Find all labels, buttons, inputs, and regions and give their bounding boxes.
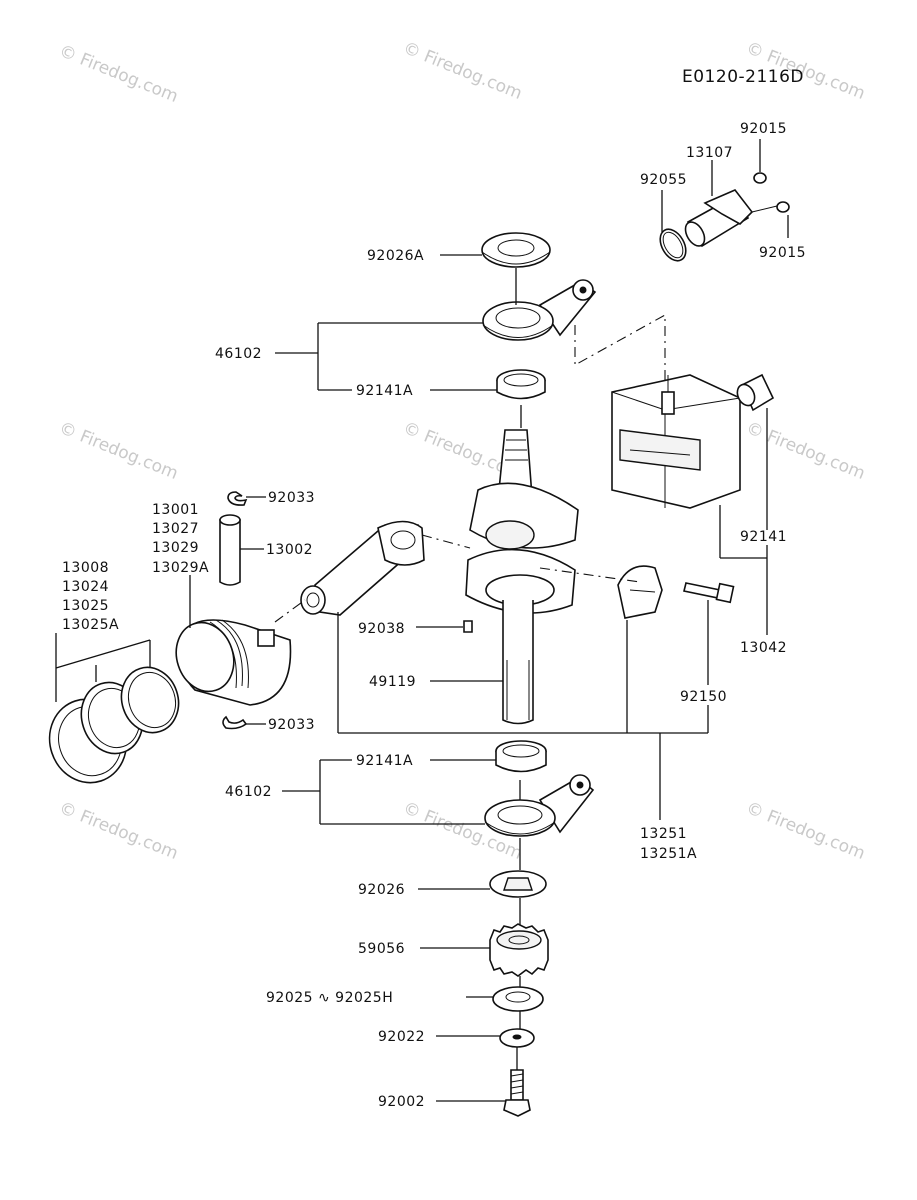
part-13251-connecting-rod — [300, 520, 425, 616]
label-92026a: 92026A — [367, 248, 424, 264]
label-49119: 49119 — [369, 674, 416, 690]
label-92055: 92055 — [640, 172, 687, 188]
part-92150-bolt — [683, 582, 735, 604]
label-13024: 13024 — [62, 579, 109, 595]
watermarks: © Firedog.com © Firedog.com © Firedog.co… — [56, 38, 868, 864]
part-13002-piston-pin — [219, 514, 241, 586]
diagram-code: E0120-2116D — [682, 67, 804, 87]
part-92033-clip-upper — [227, 491, 248, 506]
label-92141a-upper: 92141A — [356, 383, 413, 399]
part-92033-clip-lower — [222, 715, 248, 730]
leader-lines — [55, 139, 789, 1102]
label-13002: 13002 — [266, 542, 313, 558]
part-13107-shaft — [659, 172, 790, 262]
label-92038: 92038 — [358, 621, 405, 637]
part-92022-washer — [499, 1028, 535, 1048]
label-13001: 13001 — [152, 502, 199, 518]
label-13029: 13029 — [152, 540, 199, 556]
part-13042-weight-block — [611, 374, 741, 509]
part-59056-gear — [489, 923, 549, 977]
label-92141: 92141 — [740, 529, 787, 545]
label-13025a: 13025A — [62, 617, 119, 633]
label-92002: 92002 — [378, 1094, 425, 1110]
label-92033-lower: 92033 — [268, 717, 315, 733]
part-92025-shim — [492, 986, 544, 1012]
part-13008-piston-rings — [48, 666, 180, 784]
label-92150: 92150 — [680, 689, 727, 705]
label-92015-top: 92015 — [740, 121, 787, 137]
part-92141-bushing — [736, 373, 775, 412]
label-59056: 59056 — [358, 941, 405, 957]
watermark: © Firedog.com — [743, 418, 868, 484]
label-13008: 13008 — [62, 560, 109, 576]
label-46102-upper: 46102 — [215, 346, 262, 362]
watermark: © Firedog.com — [56, 798, 181, 864]
label-92015-bottom: 92015 — [759, 245, 806, 261]
label-92026: 92026 — [358, 882, 405, 898]
watermark: © Firedog.com — [56, 418, 181, 484]
watermark: © Firedog.com — [743, 798, 868, 864]
label-92025-range: 92025 ∿ 92025H — [266, 990, 393, 1006]
part-46102-upper-balancer — [482, 279, 597, 341]
label-46102-lower: 46102 — [225, 784, 272, 800]
label-13042: 13042 — [740, 640, 787, 656]
part-92038-key — [463, 620, 473, 633]
part-13251-rod-cap — [617, 565, 663, 619]
part-92141a-lower-bushing — [495, 740, 547, 773]
label-92033-upper: 92033 — [268, 490, 315, 506]
part-labels: 92015 13107 92055 92015 92026A 46102 921… — [62, 121, 806, 1110]
part-92026a-washer — [481, 232, 551, 268]
label-13029a: 13029A — [152, 560, 209, 576]
watermark: © Firedog.com — [56, 41, 181, 107]
part-49119-crankshaft — [465, 429, 579, 725]
label-13025: 13025 — [62, 598, 109, 614]
label-92141a-lower: 92141A — [356, 753, 413, 769]
label-92022: 92022 — [378, 1029, 425, 1045]
part-13001-piston — [175, 619, 292, 706]
part-92002-bolt — [503, 1069, 531, 1117]
label-13251: 13251 — [640, 826, 687, 842]
label-13027: 13027 — [152, 521, 199, 537]
part-46102-lower-balancer — [484, 774, 595, 837]
part-92141a-upper-bushing — [496, 369, 546, 400]
label-13251a: 13251A — [640, 846, 697, 862]
part-92026-washer — [489, 870, 547, 898]
label-13107: 13107 — [686, 145, 733, 161]
watermark: © Firedog.com — [400, 38, 525, 104]
